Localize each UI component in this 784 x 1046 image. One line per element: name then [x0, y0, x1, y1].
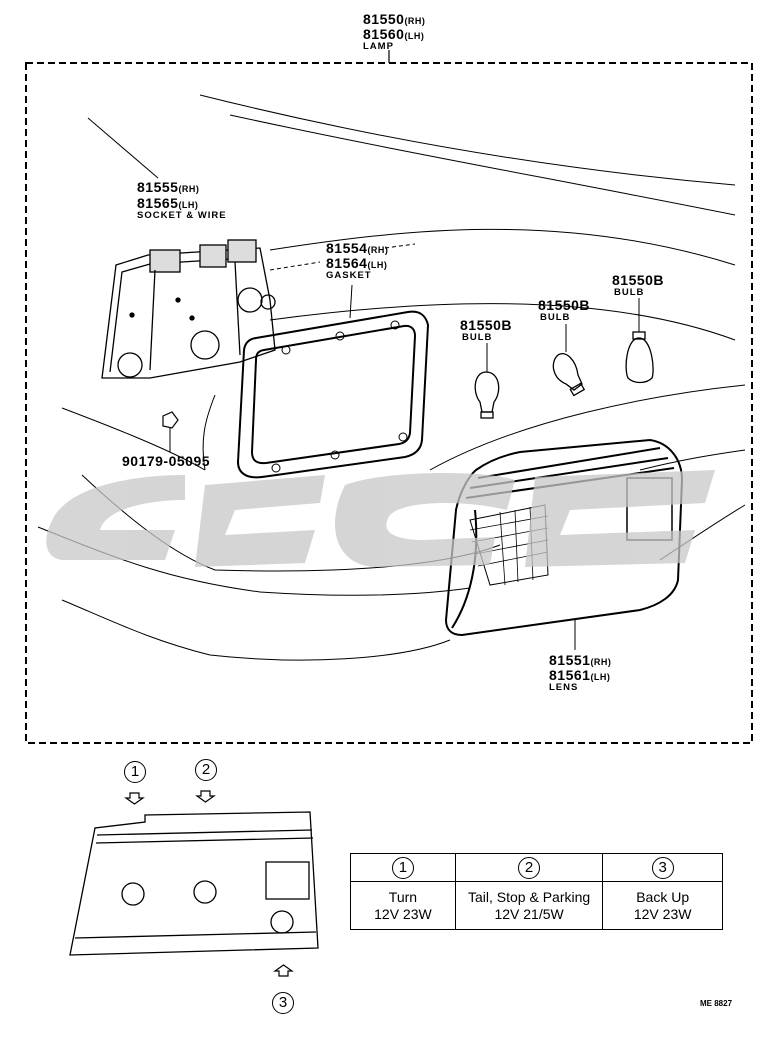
marker-1: 1: [124, 761, 146, 783]
reference-code: ME 8827: [700, 999, 733, 1008]
lamp-lh-part: 81560(LH): [363, 26, 425, 42]
legend-header-1: 1: [350, 853, 456, 882]
watermark: [46, 470, 715, 567]
turn-lamp-position: [121, 882, 145, 906]
lamp-reference-drawing: [69, 811, 319, 956]
socket-rh-part: 81555(RH): [137, 179, 200, 195]
socket-and-wire: [101, 239, 276, 379]
marker-2: 2: [195, 759, 217, 781]
bulb-2-name: BULB: [540, 312, 571, 323]
screw-part: 90179-05095: [122, 453, 211, 469]
screw: [162, 411, 179, 429]
lens-name: LENS: [549, 682, 579, 693]
gasket-name: GASKET: [326, 270, 372, 281]
bulb-1-part: 81550B: [460, 317, 513, 333]
bulb-2: [552, 353, 586, 397]
lens-lh-part: 81561(LH): [549, 667, 611, 683]
bulb-1: [474, 371, 500, 419]
socket-lh-part: 81565(LH): [137, 195, 199, 211]
assembly-boundary: [25, 62, 753, 744]
bulb-2-part: 81550B: [538, 297, 591, 313]
tail-lamp-position: [193, 880, 217, 904]
lens-rh-part: 81551(RH): [549, 652, 612, 668]
socket-leader: [87, 117, 159, 179]
backup-lamp-position: [270, 910, 294, 934]
lamp-name: LAMP: [363, 41, 394, 52]
reference-arrows: [124, 790, 294, 977]
bulb-3-name: BULB: [614, 287, 645, 298]
bulb-3: [625, 331, 654, 384]
legend-header-3: 3: [602, 853, 723, 882]
bulb-3-part: 81550B: [612, 272, 665, 288]
lamp-rh-part: 81550(RH): [363, 11, 426, 27]
marker-3: 3: [272, 992, 294, 1014]
legend-header-2: 2: [454, 853, 604, 882]
bulb-1-name: BULB: [462, 332, 493, 343]
gasket-leader: [349, 284, 353, 319]
gasket: [236, 310, 430, 479]
socket-name: SOCKET & WIRE: [137, 210, 227, 221]
gasket-rh-part: 81554(RH): [326, 240, 389, 256]
legend-header-row: 1 2 3: [350, 853, 723, 882]
reflector: [265, 861, 310, 900]
gasket-lh-part: 81564(LH): [326, 255, 388, 271]
